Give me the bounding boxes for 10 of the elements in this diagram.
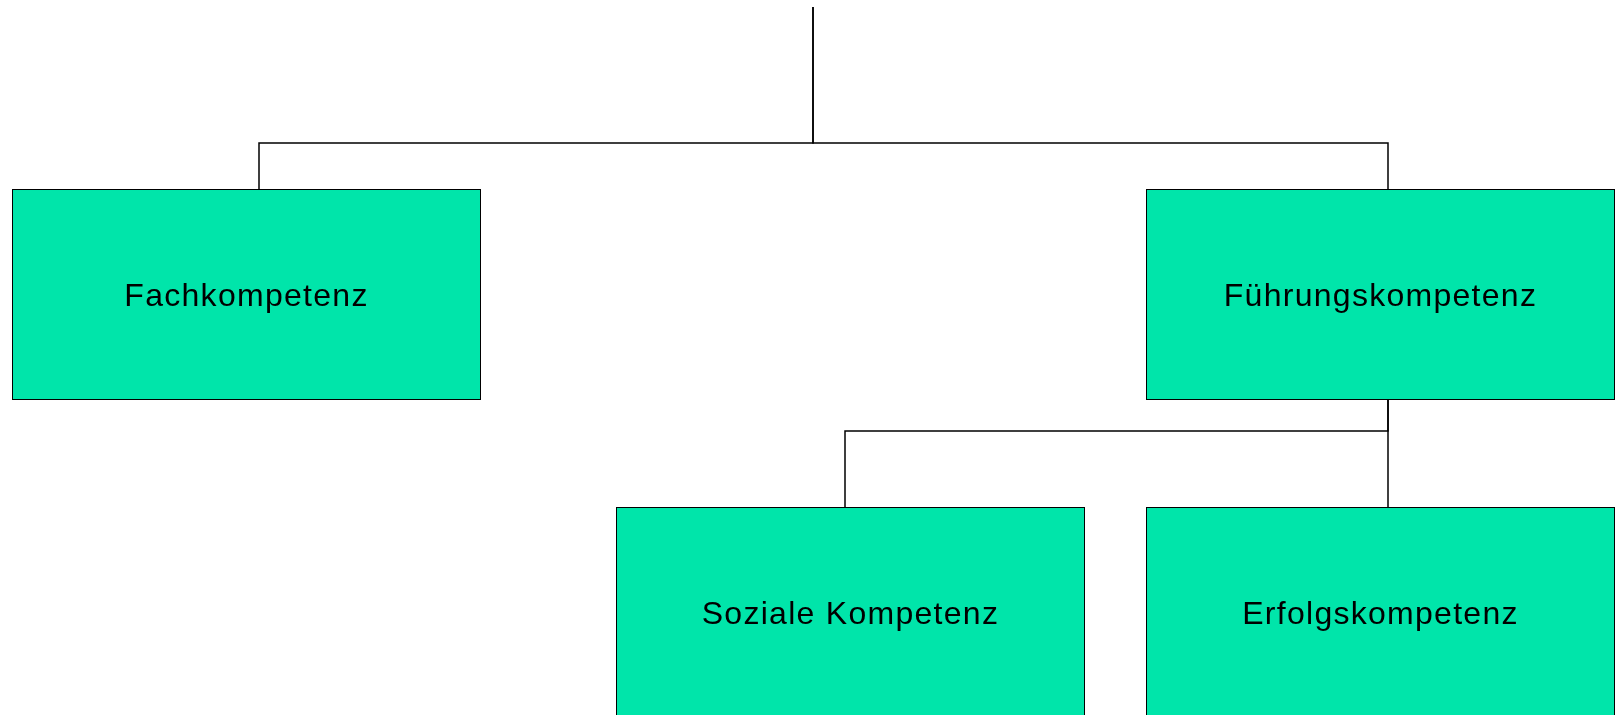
competence-box bbox=[12, 189, 481, 400]
competence-box bbox=[1146, 507, 1615, 715]
box-label: Führungskompetenz bbox=[1223, 275, 1538, 315]
competence-box bbox=[616, 507, 1085, 715]
box-label: Fachkompetenz bbox=[124, 275, 369, 315]
box-label: Erfolgskompetenz bbox=[1242, 593, 1519, 633]
box-label: Soziale Kompetenz bbox=[701, 593, 1000, 633]
competence-box bbox=[1146, 189, 1615, 400]
connector-line bbox=[812, 6, 1389, 190]
connector-line bbox=[1387, 399, 1389, 508]
